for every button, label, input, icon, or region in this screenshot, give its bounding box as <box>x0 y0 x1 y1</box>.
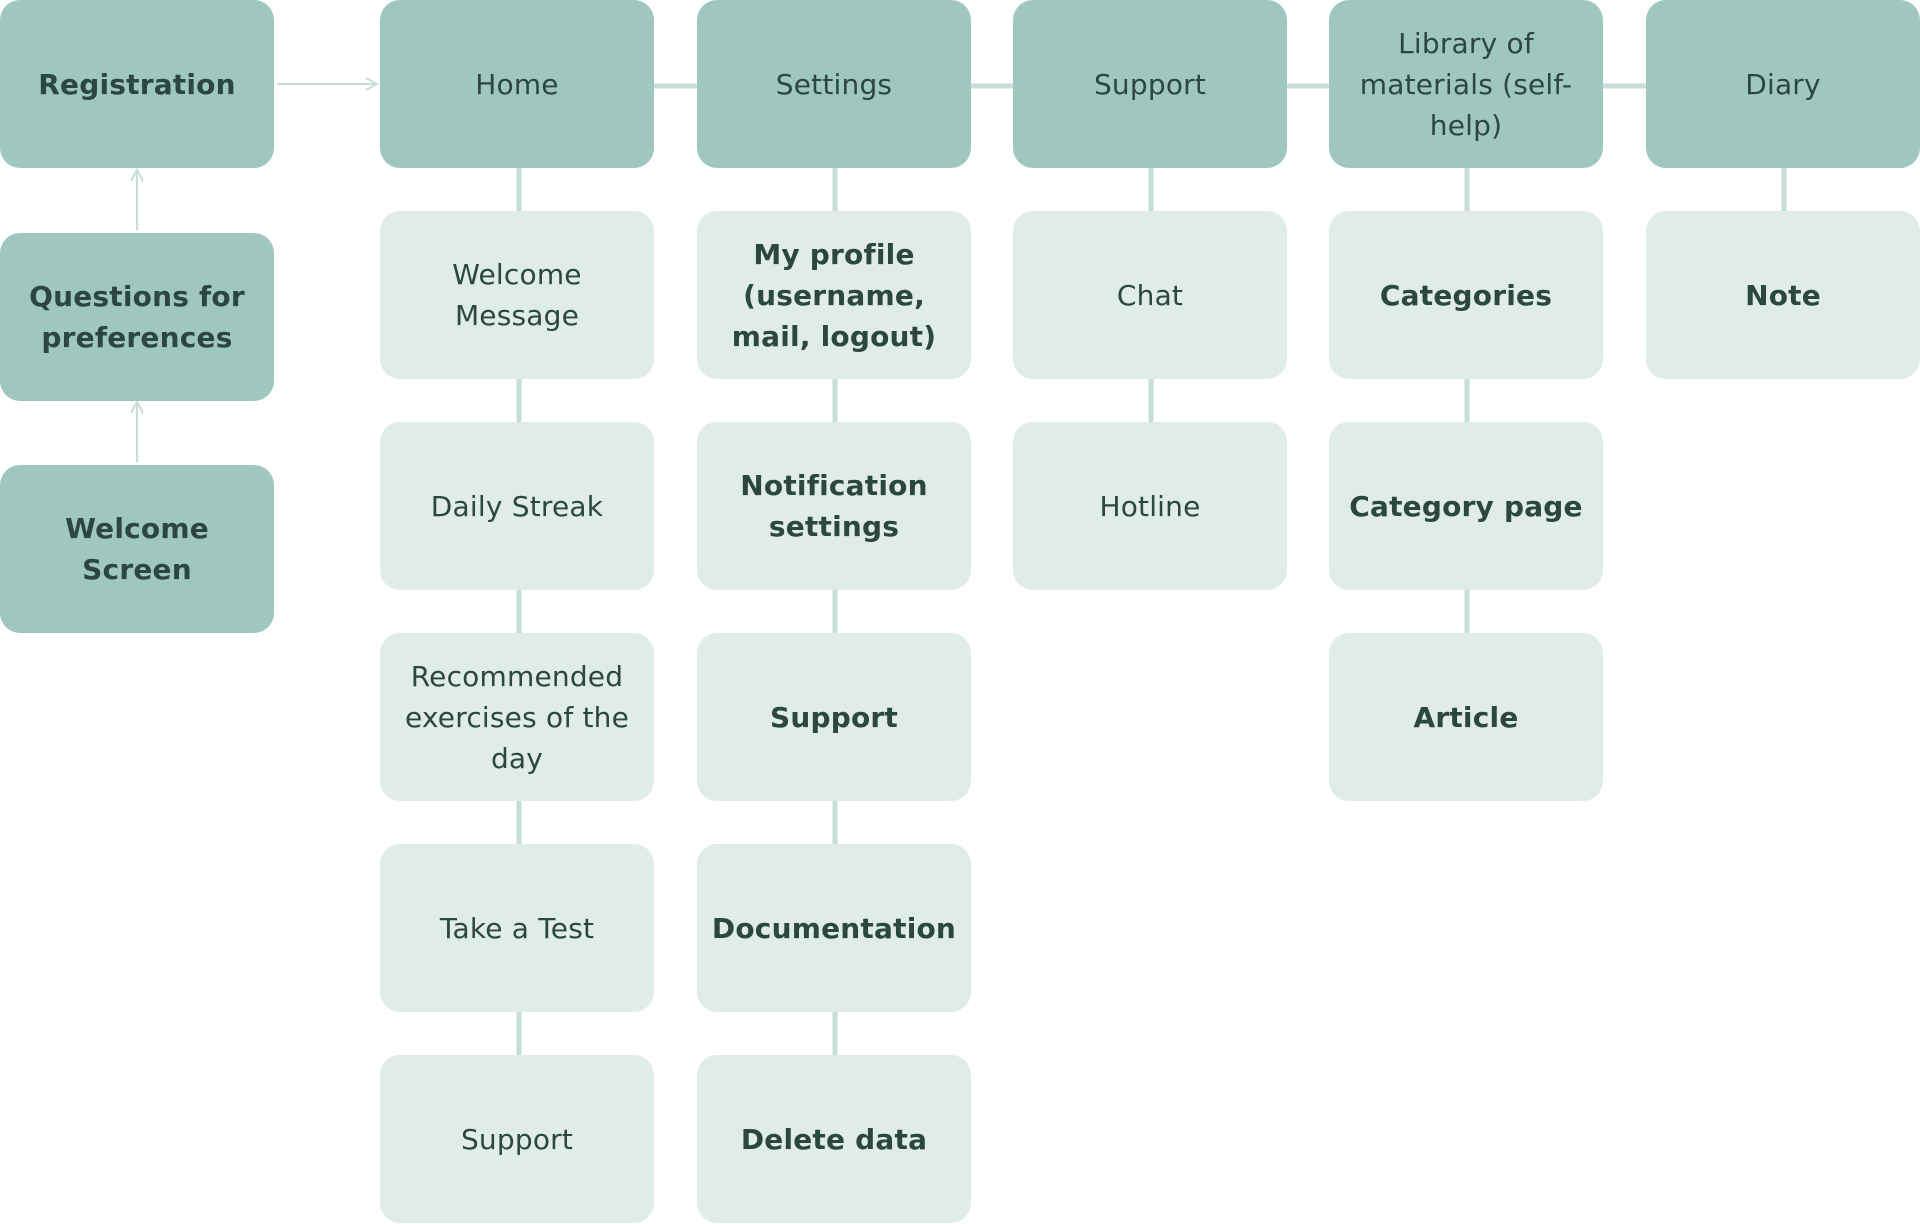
library-item-category-page[interactable]: Category page <box>1329 422 1603 590</box>
home-item-recommended-exercises[interactable]: Recommended exercises of the day <box>380 633 654 801</box>
home-item-daily-streak[interactable]: Daily Streak <box>380 422 654 590</box>
library-header-box[interactable]: Library of materials (self-help) <box>1329 0 1603 168</box>
support-item-chat[interactable]: Chat <box>1013 211 1287 379</box>
diary-item-note[interactable]: Note <box>1646 211 1920 379</box>
settings-item-documentation[interactable]: Documentation <box>697 844 971 1012</box>
registration-box[interactable]: Registration <box>0 0 274 168</box>
home-item-support[interactable]: Support <box>380 1055 654 1223</box>
home-item-welcome-message[interactable]: Welcome Message <box>380 211 654 379</box>
support-header-box[interactable]: Support <box>1013 0 1287 168</box>
settings-item-delete-data[interactable]: Delete data <box>697 1055 971 1223</box>
library-item-categories[interactable]: Categories <box>1329 211 1603 379</box>
home-item-take-a-test[interactable]: Take a Test <box>380 844 654 1012</box>
questions-for-preferences-box[interactable]: Questions for preferences <box>0 233 274 401</box>
diary-header-box[interactable]: Diary <box>1646 0 1920 168</box>
home-header-box[interactable]: Home <box>380 0 654 168</box>
welcome-screen-box[interactable]: Welcome Screen <box>0 465 274 633</box>
library-item-article[interactable]: Article <box>1329 633 1603 801</box>
settings-item-support[interactable]: Support <box>697 633 971 801</box>
settings-item-notification-settings[interactable]: Notification settings <box>697 422 971 590</box>
support-item-hotline[interactable]: Hotline <box>1013 422 1287 590</box>
settings-header-box[interactable]: Settings <box>697 0 971 168</box>
settings-item-my-profile[interactable]: My profile (username, mail, logout) <box>697 211 971 379</box>
